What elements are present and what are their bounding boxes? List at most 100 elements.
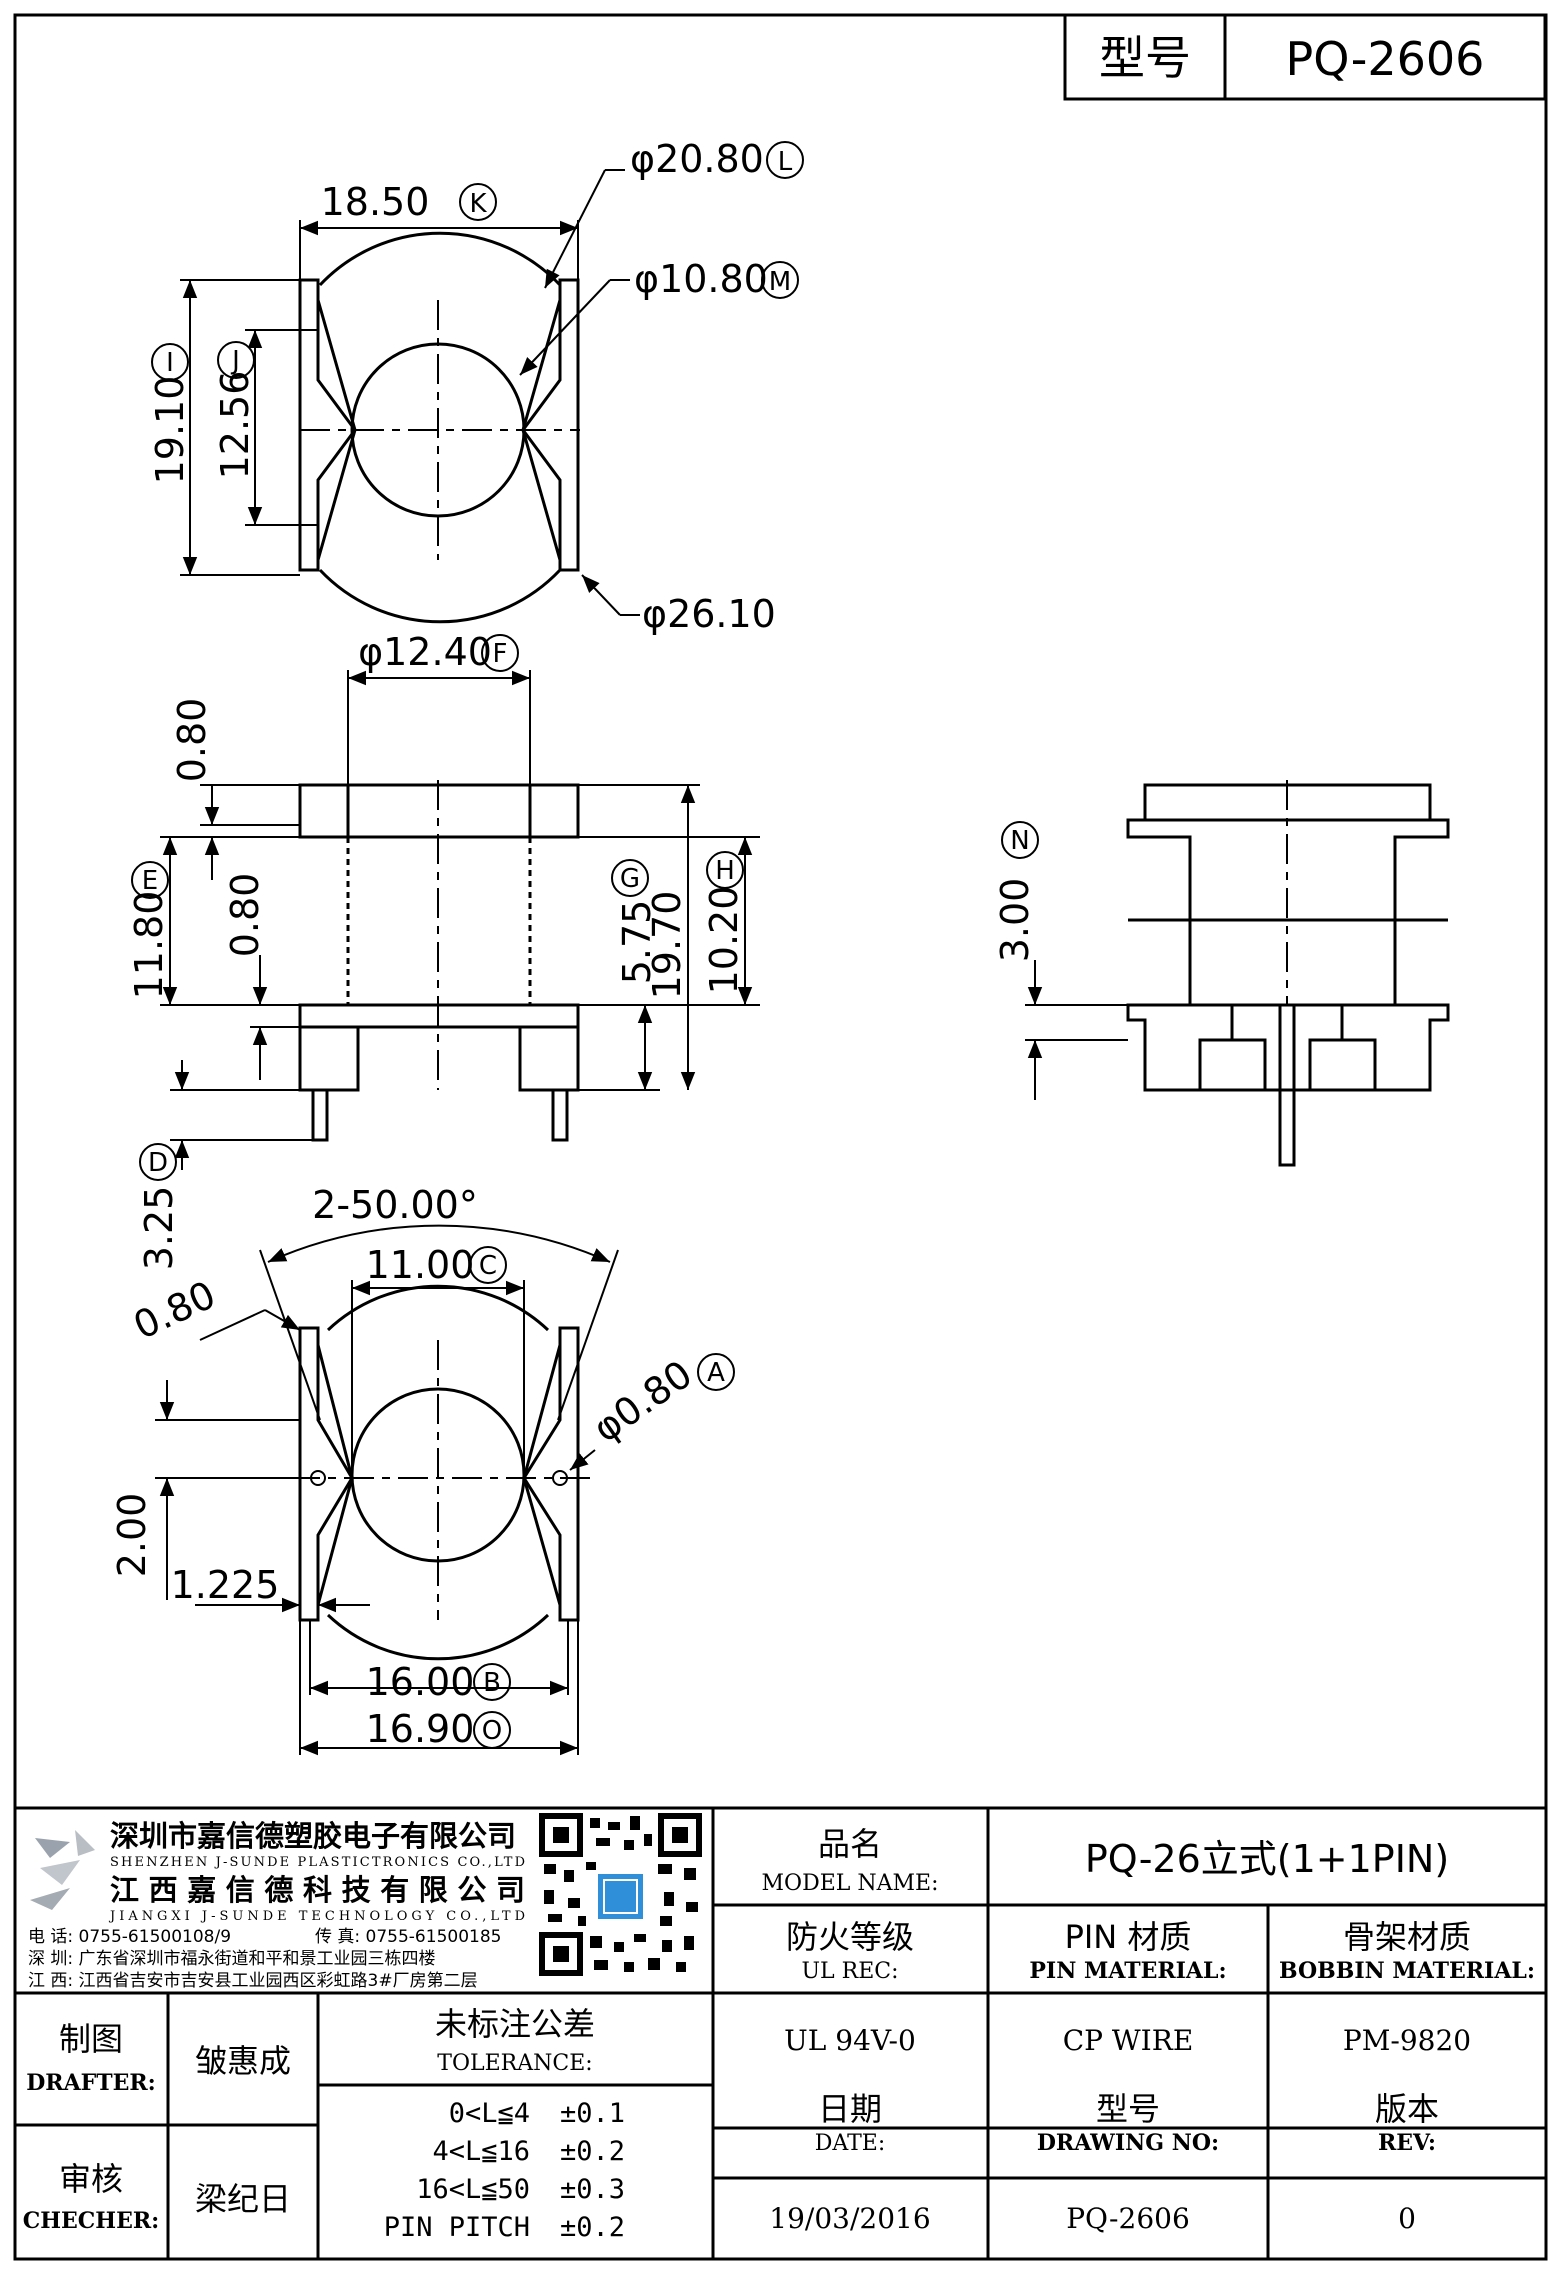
product-name-label-en: MODEL NAME: bbox=[762, 1871, 939, 1896]
side-view-labels: N 3.00 bbox=[993, 821, 1039, 963]
rev-label-en: REV: bbox=[1378, 2130, 1436, 2156]
company-fax: 传 真: 0755-61500185 bbox=[315, 1927, 501, 1947]
marker-n: N bbox=[1010, 826, 1029, 856]
qr-code bbox=[538, 1812, 703, 1977]
side-view bbox=[1025, 780, 1450, 1167]
ul-label-en: UL REC: bbox=[801, 1959, 898, 1984]
dim-16-90: 16.90 bbox=[366, 1707, 475, 1751]
dim-phi-26-10: φ26.10 bbox=[642, 592, 776, 636]
dim-2-00: 2.00 bbox=[110, 1493, 154, 1578]
checker-label-cn: 审核 bbox=[59, 2160, 123, 2198]
product-name-value: PQ-26立式(1+1PIN) bbox=[1085, 1837, 1449, 1881]
tolerance-range-4: PIN PITCH bbox=[384, 2212, 530, 2243]
dim-11-00: 11.00 bbox=[366, 1243, 475, 1287]
date-label-en: DATE: bbox=[815, 2131, 885, 2156]
marker-b: B bbox=[483, 1668, 501, 1698]
header-model-box: 型号 PQ-2606 bbox=[1063, 13, 1547, 101]
tolerance-label-en: TOLERANCE: bbox=[437, 2051, 592, 2076]
tolerance-value-2: ±0.2 bbox=[560, 2136, 625, 2167]
company-addr-shenzhen: 深 圳: 广东省深圳市福永街道和平和景工业园三栋四楼 bbox=[28, 1949, 436, 1969]
title-block bbox=[15, 1806, 1546, 2259]
tolerance-range-3: 16<L≦50 bbox=[416, 2174, 530, 2205]
front-view-labels: φ12.40 F 0.80 11.80 E 0.80 5.75 G 19.70 … bbox=[127, 630, 746, 1270]
dim-phi-10-80: φ10.80 bbox=[634, 257, 768, 301]
rev-label-cn: 版本 bbox=[1375, 2090, 1439, 2128]
company-name-cn-2: 江西嘉信德科技有限公司 bbox=[110, 1873, 525, 1907]
dim-19-70: 19.70 bbox=[645, 891, 689, 1000]
marker-c: C bbox=[479, 1251, 497, 1281]
top-view bbox=[180, 169, 640, 624]
drafter-name: 皱惠成 bbox=[195, 2042, 291, 2080]
bobbin-label-cn: 骨架材质 bbox=[1343, 1918, 1471, 1956]
drawing-no-label-cn: 型号 bbox=[1096, 2090, 1160, 2128]
header-model-value: PQ-2606 bbox=[1286, 32, 1485, 86]
company-name-cn-1: 深圳市嘉信德塑胶电子有限公司 bbox=[110, 1819, 516, 1853]
company-name-en-1: SHENZHEN J-SUNDE PLASTICTRONICS CO.,LTD bbox=[110, 1855, 525, 1870]
dim-phi-0-80: φ0.80 bbox=[585, 1352, 700, 1451]
dim-1-225: 1.225 bbox=[171, 1563, 280, 1607]
marker-g: G bbox=[620, 864, 640, 894]
tolerance-value-4: ±0.2 bbox=[560, 2212, 625, 2243]
dim-phi-20-80: φ20.80 bbox=[630, 137, 764, 181]
rev-value: 0 bbox=[1398, 2202, 1416, 2235]
marker-o: O bbox=[482, 1716, 502, 1746]
bobbin-value: PM-9820 bbox=[1343, 2024, 1471, 2057]
checker-label-en: CHECHER: bbox=[23, 2208, 160, 2234]
tolerance-range-2: 4<L≦16 bbox=[432, 2136, 530, 2167]
dim-phi-12-40: φ12.40 bbox=[358, 630, 492, 674]
drawing-border bbox=[13, 13, 1548, 2261]
dim-2-50-deg: 2-50.00° bbox=[312, 1183, 478, 1227]
title-block-text: 品名 MODEL NAME: PQ-26立式(1+1PIN) 防火等级 UL R… bbox=[23, 1825, 1535, 2235]
dim-0-80-mid: 0.80 bbox=[223, 873, 267, 958]
drafter-label-cn: 制图 bbox=[59, 2020, 123, 2058]
pin-label-cn: PIN 材质 bbox=[1065, 1918, 1192, 1956]
company-addr-jiangxi: 江 西: 江西省吉安市吉安县工业园西区彩虹路3#厂房第二层 bbox=[28, 1971, 478, 1991]
drawing-no-value: PQ-2606 bbox=[1066, 2202, 1190, 2235]
bobbin-label-en: BOBBIN MATERIAL: bbox=[1279, 1958, 1535, 1984]
front-view bbox=[160, 670, 760, 1170]
header-model-label: 型号 bbox=[1099, 31, 1191, 85]
pin-value: CP WIRE bbox=[1063, 2024, 1194, 2057]
tolerance-label-cn: 未标注公差 bbox=[435, 2005, 595, 2043]
marker-d: D bbox=[148, 1148, 168, 1178]
company-info: 深圳市嘉信德塑胶电子有限公司 SHENZHEN J-SUNDE PLASTICT… bbox=[28, 1812, 703, 1991]
dim-5-75: 5.75 bbox=[615, 900, 659, 985]
dim-16-00: 16.00 bbox=[366, 1660, 475, 1704]
marker-f: F bbox=[493, 639, 508, 669]
pin-label-en: PIN MATERIAL: bbox=[1029, 1958, 1226, 1984]
dim-19-10: 19.10 bbox=[148, 376, 192, 485]
ul-label-cn: 防火等级 bbox=[786, 1918, 914, 1956]
dim-3-00: 3.00 bbox=[993, 878, 1037, 963]
dim-12-56: 12.56 bbox=[213, 371, 257, 480]
top-view-labels: 18.50 K φ20.80 L φ10.80 M 19.10 I 12.56 … bbox=[148, 137, 804, 636]
drafter-label-en: DRAFTER: bbox=[26, 2070, 156, 2096]
marker-k: K bbox=[469, 189, 487, 219]
date-value: 19/03/2016 bbox=[769, 2202, 930, 2235]
company-phone: 电 话: 0755-61500108/9 bbox=[28, 1927, 231, 1947]
bottom-view bbox=[155, 1224, 619, 1756]
marker-a: A bbox=[707, 1358, 725, 1388]
drawing-no-label-en: DRAWING NO: bbox=[1037, 2130, 1219, 2156]
ul-value: UL 94V-0 bbox=[784, 2024, 916, 2057]
tolerance-value-3: ±0.3 bbox=[560, 2174, 625, 2205]
dim-10-20: 10.20 bbox=[702, 886, 746, 995]
checker-name: 梁纪日 bbox=[195, 2180, 291, 2218]
company-logo bbox=[30, 1830, 95, 1910]
marker-i: I bbox=[166, 348, 174, 378]
dim-11-80: 11.80 bbox=[127, 891, 171, 1000]
marker-h: H bbox=[715, 856, 735, 886]
marker-e: E bbox=[142, 866, 158, 896]
dim-0-80-top: 0.80 bbox=[170, 698, 214, 783]
marker-l: L bbox=[778, 147, 793, 177]
tolerance-value-1: ±0.1 bbox=[560, 2098, 625, 2129]
bottom-view-labels: 2-50.00° 11.00 C 0.80 φ0.80 A 2.00 1.225… bbox=[110, 1183, 735, 1751]
dim-18-50: 18.50 bbox=[321, 180, 430, 224]
marker-m: M bbox=[769, 267, 791, 297]
company-name-en-2: JIANGXI J-SUNDE TECHNOLOGY CO.,LTD bbox=[108, 1909, 525, 1924]
date-label-cn: 日期 bbox=[818, 2090, 882, 2128]
product-name-label-cn: 品名 bbox=[818, 1825, 882, 1863]
dim-3-25: 3.25 bbox=[137, 1186, 181, 1271]
marker-j: J bbox=[230, 346, 240, 376]
tolerance-table: 0<L≦4 ±0.1 4<L≦16 ±0.2 16<L≦50 ±0.3 PIN … bbox=[384, 2098, 625, 2243]
